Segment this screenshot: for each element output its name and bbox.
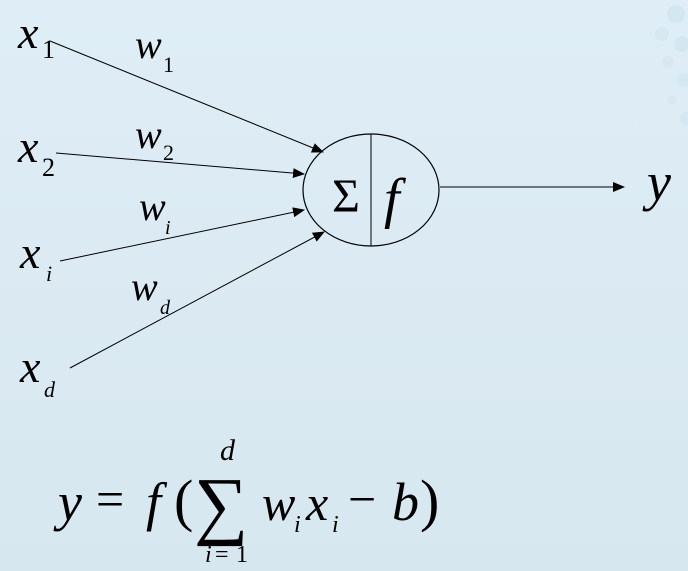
formula-func: f xyxy=(146,472,168,532)
input-label-1: x 1 xyxy=(17,7,55,64)
formula-term-x-sub: i xyxy=(332,512,339,538)
svg-text:2: 2 xyxy=(42,153,55,182)
formula-term-x: x xyxy=(305,475,328,531)
connection-xi xyxy=(59,207,305,262)
formula-upper-limit: d xyxy=(220,434,236,467)
activation-symbol: f xyxy=(384,168,407,230)
svg-text:d: d xyxy=(160,297,171,319)
svg-text:w: w xyxy=(131,264,158,309)
formula-lower-limit-eq: = xyxy=(215,542,229,568)
svg-text:w: w xyxy=(139,184,166,229)
svg-text:1: 1 xyxy=(42,35,55,64)
formula-lower-limit-var: i xyxy=(205,542,212,568)
weight-label-1: w 1 xyxy=(135,22,174,77)
svg-text:w: w xyxy=(135,22,162,67)
input-label-d: x d xyxy=(19,341,56,402)
svg-text:x: x xyxy=(19,227,41,278)
sum-symbol: Σ xyxy=(332,170,360,223)
input-label-i: x i xyxy=(19,227,52,286)
background-decoration xyxy=(655,5,688,124)
formula-term-w-sub: i xyxy=(294,512,301,538)
formula-open-paren: ( xyxy=(174,468,193,533)
svg-text:2: 2 xyxy=(163,140,174,165)
weight-label-2: w 2 xyxy=(135,112,174,165)
formula-sigma: ∑ xyxy=(194,463,248,547)
formula-minus: − xyxy=(348,471,376,527)
weight-label-i: w i xyxy=(139,184,171,239)
svg-text:i: i xyxy=(46,261,52,286)
neuron: Σ f xyxy=(302,133,440,247)
input-label-2: x 2 xyxy=(17,121,55,182)
svg-text:1: 1 xyxy=(163,52,174,77)
svg-text:i: i xyxy=(165,217,171,239)
svg-text:w: w xyxy=(135,112,162,157)
svg-text:x: x xyxy=(17,121,39,172)
connection-x2 xyxy=(55,152,305,179)
formula: y = f ( d ∑ i = 1 w i x i − b ) xyxy=(53,434,439,568)
weight-label-d: w d xyxy=(131,264,171,319)
formula-lhs: y xyxy=(53,472,82,532)
connection-x1 xyxy=(49,40,324,153)
connection-xd xyxy=(69,231,325,369)
svg-text:x: x xyxy=(19,341,41,392)
svg-text:d: d xyxy=(44,377,56,402)
formula-bias: b xyxy=(392,472,419,532)
svg-text:x: x xyxy=(17,7,39,58)
output-label: y xyxy=(642,152,671,212)
formula-equals: = xyxy=(96,471,124,527)
formula-term-w: w xyxy=(262,475,295,531)
formula-close-paren: ) xyxy=(420,468,439,533)
formula-lower-limit-val: 1 xyxy=(236,542,248,568)
